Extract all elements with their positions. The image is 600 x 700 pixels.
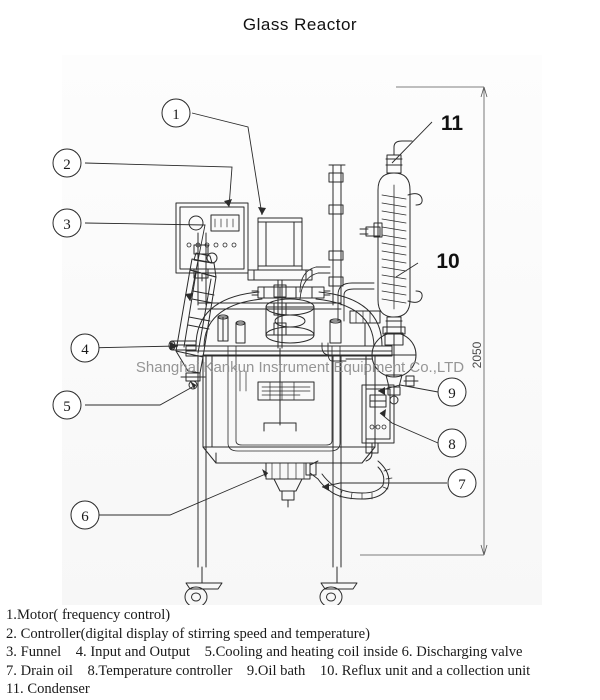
return-line bbox=[321, 342, 347, 362]
callout-7-label: 7 bbox=[458, 477, 466, 493]
caster-wheel-left bbox=[184, 566, 223, 605]
height-dimension-label: 2050 bbox=[470, 341, 484, 368]
callout-3-label: 3 bbox=[63, 217, 71, 233]
callout-4: 4 bbox=[70, 333, 100, 363]
reactor-dome-lid bbox=[195, 286, 383, 347]
callout-leaders bbox=[84, 112, 447, 516]
callout-9: 9 bbox=[437, 377, 467, 407]
legend-line-4: 7. Drain oil 8.Temperature controller 9.… bbox=[6, 662, 531, 679]
legend: 1.Motor( frequency control) 2. Controlle… bbox=[6, 606, 598, 699]
legend-line-3: 3. Funnel 4. Input and Output 5.Cooling … bbox=[6, 644, 523, 661]
diagram-background bbox=[62, 55, 542, 605]
reflux-piping bbox=[299, 266, 375, 322]
callout-9-label: 9 bbox=[448, 386, 456, 402]
callout-4-label: 4 bbox=[81, 342, 89, 358]
callout-6-label: 6 bbox=[81, 509, 89, 525]
internal-coil bbox=[239, 370, 247, 392]
caster-wheel-right bbox=[319, 566, 358, 605]
legend-line-5: 11. Condenser bbox=[6, 681, 90, 698]
callout-5: 5 bbox=[52, 390, 82, 420]
reactor-diagram: 2050 1 2 bbox=[0, 55, 600, 605]
glass-reactor-vessel bbox=[227, 345, 341, 452]
callout-11-label: 11 bbox=[441, 112, 464, 135]
callout-arrowheads bbox=[170, 199, 386, 491]
callout-8: 8 bbox=[437, 428, 467, 458]
height-dimension bbox=[360, 86, 488, 556]
callout-markers: 1 2 3 4 5 6 7 8 bbox=[52, 98, 477, 530]
stirrer-motor bbox=[247, 217, 313, 432]
callout-10-label: 10 bbox=[436, 250, 459, 273]
legend-line-1: 1.Motor( frequency control) bbox=[6, 607, 171, 623]
page-title: Glass Reactor bbox=[242, 15, 358, 34]
reactor-diagram-svg: 2050 1 2 bbox=[52, 55, 542, 605]
legend-line-2: 2. Controller(digital display of stirrin… bbox=[6, 625, 370, 642]
condenser bbox=[359, 140, 423, 334]
watermark: Shanghai Kankun Instrument Equipment Co.… bbox=[136, 359, 464, 376]
vessel-nozzles bbox=[217, 310, 381, 347]
callout-7: 7 bbox=[447, 468, 477, 498]
discharging-valve bbox=[265, 462, 311, 508]
callout-6: 6 bbox=[70, 500, 100, 530]
callout-1: 1 bbox=[161, 98, 191, 128]
callout-2-label: 2 bbox=[63, 157, 71, 173]
controller-panel bbox=[175, 202, 249, 282]
temperature-controller bbox=[361, 384, 395, 462]
callout-5-label: 5 bbox=[63, 399, 71, 415]
callout-8-label: 8 bbox=[448, 437, 456, 453]
callout-2: 2 bbox=[52, 148, 82, 178]
callout-3: 3 bbox=[52, 208, 82, 238]
callout-1-label: 1 bbox=[172, 107, 180, 123]
feed-funnel bbox=[175, 252, 217, 390]
